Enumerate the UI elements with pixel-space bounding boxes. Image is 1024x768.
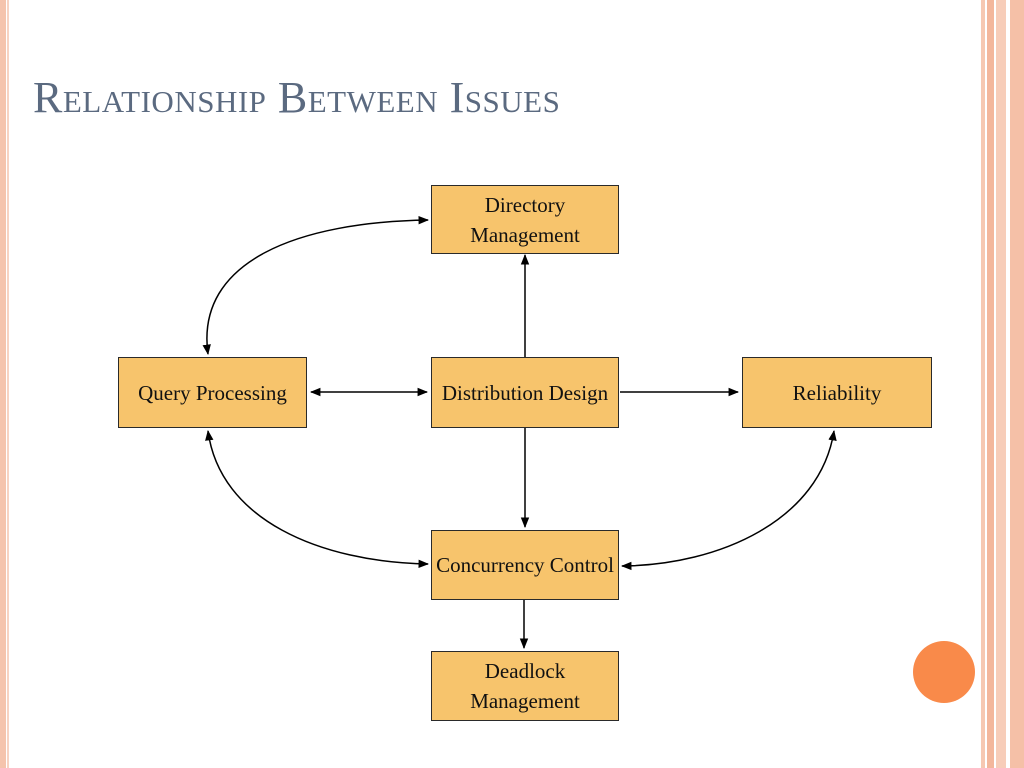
left-decorative-stripe-inner	[7, 0, 9, 768]
edge-reliability-concurrency-curve	[620, 429, 837, 571]
node-concurrency-control: Concurrency Control	[431, 530, 619, 600]
node-label: Query Processing	[138, 380, 287, 405]
slide-title: Relationship Between Issues	[33, 73, 561, 122]
decorative-circle	[913, 641, 975, 703]
node-deadlock-management: Deadlock Management	[431, 651, 619, 721]
node-label: Concurrency Control	[436, 553, 614, 577]
node-reliability: Reliability	[742, 357, 932, 428]
left-decorative-stripe	[0, 0, 6, 768]
right-decorative-stripe	[981, 0, 985, 768]
right-decorative-stripe	[1010, 0, 1024, 768]
node-label: Deadlock Management	[470, 659, 580, 713]
right-decorative-stripe	[987, 0, 994, 768]
node-distribution-design: Distribution Design	[431, 357, 619, 428]
node-label: Distribution Design	[441, 380, 609, 405]
node-label: Directory Management	[470, 192, 580, 247]
edge-query-concurrency-curve	[205, 429, 430, 569]
right-decorative-stripe	[996, 0, 1006, 768]
node-query-processing: Query Processing	[118, 357, 307, 428]
edge-query-directory-curve	[202, 215, 430, 356]
node-label: Reliability	[792, 380, 882, 405]
node-directory-management: Directory Management	[431, 185, 619, 254]
